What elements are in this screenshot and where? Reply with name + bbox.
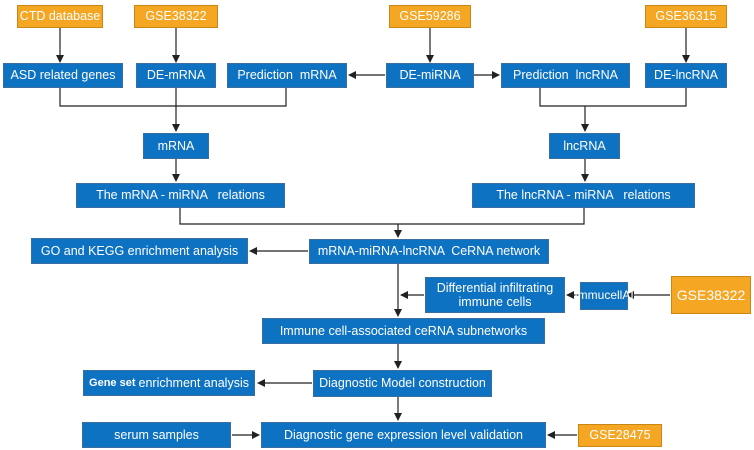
lncrna-mirna-relations-box: The lncRNA - miRNA relations — [472, 183, 695, 208]
immucellai-box: ImmucellAI — [574, 282, 634, 310]
serum-samples-box: serum samples — [82, 422, 231, 448]
immune-ceRNA-subnetworks-box: Immune cell-associated ceRNA subnetworks — [262, 318, 545, 344]
prediction-lncrna-box: Prediction lncRNA — [501, 63, 630, 88]
lncrna-box: lncRNA — [549, 133, 620, 159]
gse38322-right-box: GSE38322 — [671, 276, 751, 314]
gse28475-box: GSE28475 — [578, 424, 662, 447]
merge-mrna-line — [59, 88, 287, 107]
mrna-mirna-relations-box: The mRNA - miRNA relations — [76, 183, 285, 208]
diff-infiltrating-line2: immune cells — [458, 295, 532, 309]
differential-infiltrating-immune-cells-box: Differential infiltrating immune cells — [425, 277, 565, 313]
gse38322-top-box: GSE38322 — [134, 5, 218, 28]
gsea-box: Gene set enrichment analysis — [83, 370, 255, 396]
merge-lncrna-line — [539, 88, 687, 107]
ctd-database-box: CTD database — [17, 5, 103, 28]
go-kegg-analysis-box: GO and KEGG enrichment analysis — [31, 238, 248, 264]
diagnostic-model-box: Diagnostic Model construction — [313, 370, 492, 397]
asd-related-genes-box: ASD related genes — [3, 63, 123, 88]
gse36315-box: GSE36315 — [645, 5, 727, 28]
de-lncrna-box: DE-lncRNA — [645, 63, 727, 88]
mrna-box: mRNA — [143, 133, 209, 159]
diagnostic-validation-box: Diagnostic gene expression level validat… — [261, 422, 546, 448]
gsea-rest-label: enrichment analysis — [138, 375, 249, 390]
cerna-network-box: mRNA-miRNA-lncRNA CeRNA network — [309, 239, 549, 264]
de-mrna-box: DE-mRNA — [136, 63, 216, 88]
prediction-mrna-box: Prediction mRNA — [227, 63, 347, 88]
merge-relations-line — [179, 208, 585, 225]
gsea-bold-label: Gene set — [89, 376, 136, 389]
gse59286-box: GSE59286 — [389, 5, 471, 28]
de-mirna-box: DE-miRNA — [386, 63, 474, 88]
diff-infiltrating-line1: Differential infiltrating — [436, 280, 554, 295]
